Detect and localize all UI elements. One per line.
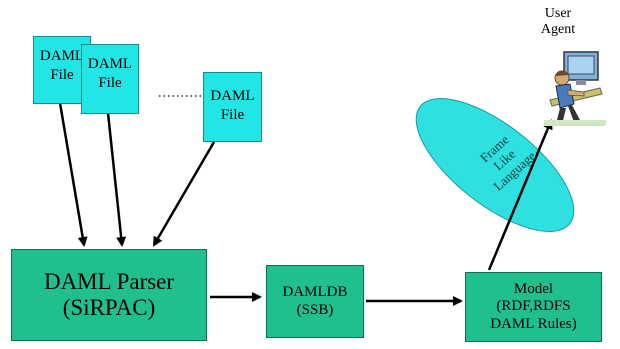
daml-file-1-line2: File xyxy=(50,66,74,83)
daml-parser-subtitle: (SiRPAC) xyxy=(62,295,156,320)
model-title: Model xyxy=(513,281,554,298)
model-line2: (RDF,RDFS xyxy=(496,298,571,315)
daml-parser-box: DAML Parser (SiRPAC) xyxy=(11,249,207,341)
model-box: Model (RDF,RDFS DAML Rules) xyxy=(465,272,602,342)
user-agent-computer-icon xyxy=(544,51,606,126)
arrow-file3-to-parser xyxy=(152,141,216,247)
user-agent-line1: User xyxy=(544,6,572,21)
frame-language-ellipse xyxy=(415,98,575,232)
arrow-model-to-user-agent xyxy=(487,119,553,271)
daml-parser-title: DAML Parser xyxy=(43,268,175,294)
user-agent-label: User Agent xyxy=(528,6,588,38)
daml-file-2-line1: DAML xyxy=(87,56,133,72)
damldb-subtitle: (SSB) xyxy=(296,301,334,318)
daml-file-2: DAML File xyxy=(81,44,139,114)
daml-file-2-line2: File xyxy=(98,74,122,91)
arrow-file2-to-parser xyxy=(106,112,127,247)
daml-file-1-line1: DAML xyxy=(39,48,85,64)
damldb-title: DAMLDB xyxy=(282,284,348,301)
user-agent-line2: Agent xyxy=(540,22,576,38)
damldb-box: DAMLDB (SSB) xyxy=(266,265,364,338)
arrow-file1-to-parser xyxy=(58,102,88,247)
model-line3: DAML Rules) xyxy=(490,315,577,332)
daml-file-3: DAML File xyxy=(203,72,262,142)
daml-file-3-line2: File xyxy=(220,106,245,123)
daml-file-3-line1: DAML xyxy=(210,88,255,104)
